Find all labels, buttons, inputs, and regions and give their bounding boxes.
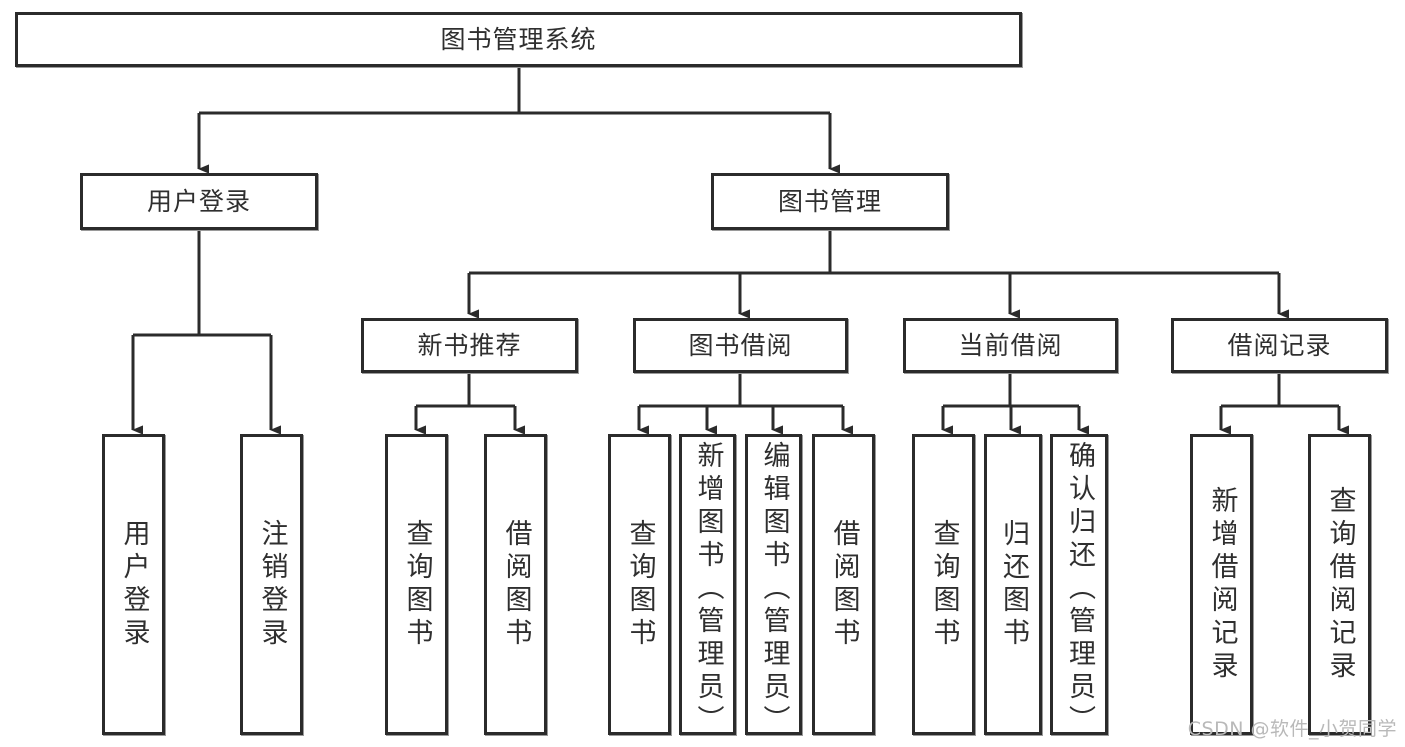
leaf-edit-book[interactable]: 编辑图书（管理员） — [745, 434, 802, 738]
leaf-borrow-book-recommend-label: 借阅图书 — [500, 518, 532, 651]
leaf-borrow-book[interactable]: 借阅图书 — [812, 434, 875, 735]
node-user-login-label: 用户登录 — [146, 186, 251, 216]
leaf-logout-label: 注销登录 — [256, 518, 288, 651]
node-borrow-record-label: 借阅记录 — [1227, 330, 1332, 360]
leaf-query-book-current[interactable]: 查询图书 — [912, 434, 975, 735]
node-new-book-recommend[interactable]: 新书推荐 — [361, 318, 578, 373]
leaf-add-borrow-record[interactable]: 新增借阅记录 — [1190, 434, 1253, 735]
leaf-query-borrow-record[interactable]: 查询借阅记录 — [1308, 434, 1371, 735]
leaf-confirm-return[interactable]: 确认归还（管理员） — [1050, 434, 1108, 738]
node-current-borrow[interactable]: 当前借阅 — [903, 318, 1118, 373]
node-current-borrow-label: 当前借阅 — [958, 330, 1063, 360]
csdn-watermark: CSDN @软件_小贺同学 — [1187, 718, 1397, 740]
leaf-query-book-recommend-label: 查询图书 — [401, 518, 433, 651]
node-book-manage-label: 图书管理 — [777, 186, 882, 216]
leaf-query-book-recommend[interactable]: 查询图书 — [385, 434, 448, 735]
leaf-query-borrow-record-label: 查询借阅记录 — [1324, 485, 1356, 684]
node-root-label: 图书管理系统 — [440, 24, 597, 54]
leaf-add-book[interactable]: 新增图书（管理员） — [679, 434, 736, 738]
node-root[interactable]: 图书管理系统 — [15, 12, 1022, 67]
leaf-borrow-book-label: 借阅图书 — [828, 518, 860, 651]
node-new-book-recommend-label: 新书推荐 — [417, 330, 522, 360]
leaf-return-book-label: 归还图书 — [997, 518, 1029, 651]
leaf-return-book[interactable]: 归还图书 — [984, 434, 1042, 735]
leaf-user-login-label: 用户登录 — [118, 518, 150, 651]
leaf-add-borrow-record-label: 新增借阅记录 — [1206, 485, 1238, 684]
leaf-query-book-current-label: 查询图书 — [928, 518, 960, 651]
leaf-edit-book-label: 编辑图书（管理员） — [758, 441, 790, 738]
node-book-manage[interactable]: 图书管理 — [711, 173, 949, 230]
leaf-borrow-book-recommend[interactable]: 借阅图书 — [484, 434, 547, 735]
node-borrow-record[interactable]: 借阅记录 — [1171, 318, 1388, 373]
leaf-query-book-borrow-label: 查询图书 — [624, 518, 656, 651]
node-user-login[interactable]: 用户登录 — [80, 173, 318, 230]
leaf-confirm-return-label: 确认归还（管理员） — [1063, 441, 1095, 738]
node-book-borrow-label: 图书借阅 — [688, 330, 793, 360]
node-book-borrow[interactable]: 图书借阅 — [633, 318, 848, 373]
leaf-logout[interactable]: 注销登录 — [240, 434, 303, 735]
leaf-add-book-label: 新增图书（管理员） — [692, 441, 724, 738]
leaf-user-login[interactable]: 用户登录 — [102, 434, 165, 735]
leaf-query-book-borrow[interactable]: 查询图书 — [608, 434, 671, 735]
